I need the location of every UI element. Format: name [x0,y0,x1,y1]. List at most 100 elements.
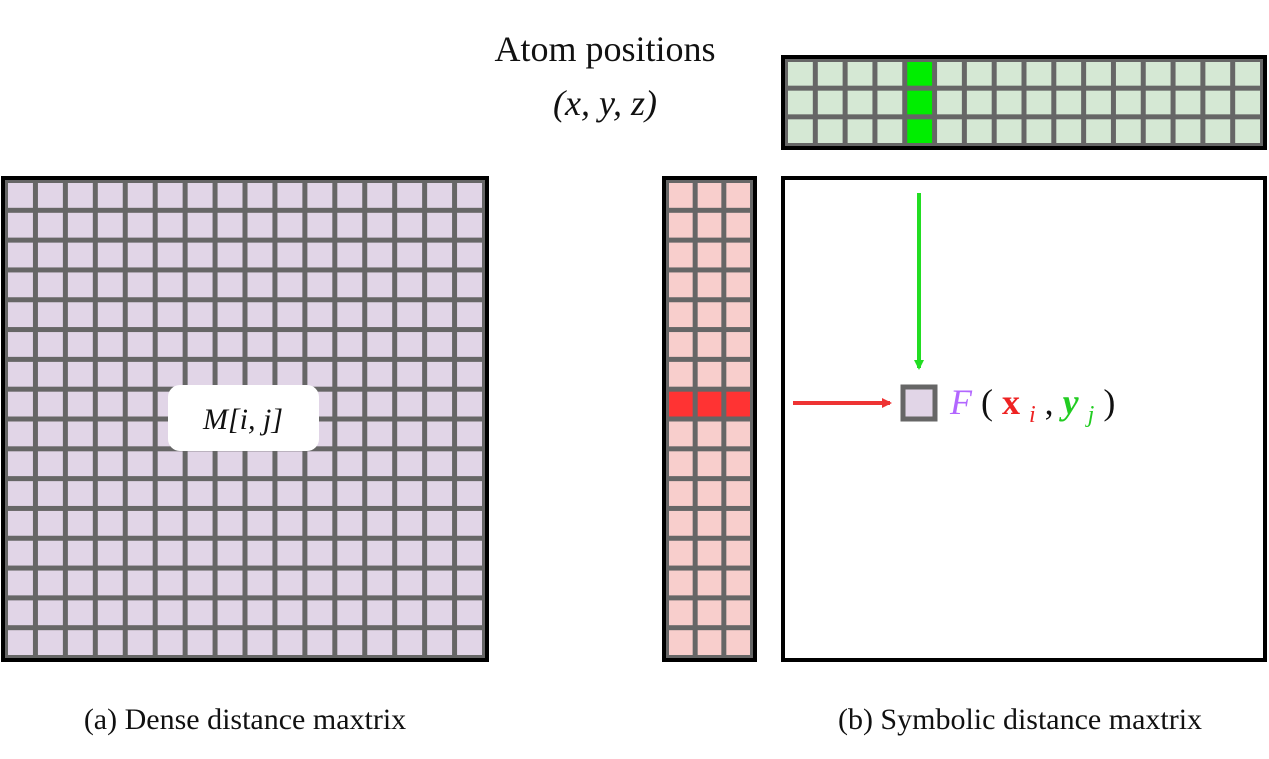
dense-matrix-cell [337,630,363,655]
dense-matrix-cell [307,272,333,298]
dense-matrix-cell [367,570,393,596]
green-vector-cell [817,62,843,86]
dense-matrix-cell [187,481,213,506]
dense-matrix-cell [307,510,333,536]
dense-matrix-cell [127,630,153,655]
dense-matrix-cell [8,510,33,536]
dense-matrix-cell [157,183,183,208]
red-vector-cell [669,510,693,536]
green-vector-cell [788,90,813,115]
dense-matrix-cell [127,421,153,447]
dense-matrix-cell [427,332,453,357]
dense-matrix-cell [127,570,153,596]
dense-matrix-cell [457,242,482,268]
dense-matrix-cell [187,540,213,566]
green-vector-cell [1115,119,1141,143]
green-vector-cell [1056,119,1082,143]
red-vector-cell [726,302,750,328]
dense-matrix-cell [8,332,33,357]
dense-matrix-cell [427,361,453,387]
dense-matrix-cell [127,272,153,298]
red-vector-cell [726,391,750,417]
green-vector-cell [1056,62,1082,86]
red-vector-cell [697,332,722,357]
red-vector-cell [726,242,750,268]
red-vector-cell [697,302,722,328]
dense-matrix-cell [67,510,93,536]
red-vector-cell [669,540,693,566]
dense-matrix-cell [187,600,213,626]
dense-matrix-cell [427,630,453,655]
dense-matrix-cell [37,183,63,208]
dense-matrix-cell [187,212,213,238]
dense-matrix-cell [37,481,63,506]
red-vector-cell [697,600,722,626]
dense-matrix-cell [367,510,393,536]
dense-matrix-cell [337,451,363,477]
dense-matrix-cell [397,451,423,477]
dense-matrix-cell [277,212,303,238]
dense-matrix-cell [97,421,123,447]
dense-matrix-cell [187,570,213,596]
dense-matrix-cell [187,451,213,477]
dense-matrix-cell [457,332,482,357]
dense-matrix-cell [427,242,453,268]
red-vector-cell [697,272,722,298]
dense-matrix-cell [337,391,363,417]
dense-matrix-cell [8,540,33,566]
dense-matrix-cell [97,451,123,477]
formula-x-subscript: i [1029,402,1036,428]
dense-matrix-cell [457,391,482,417]
dense-matrix-cell [67,272,93,298]
dense-matrix-cell [427,212,453,238]
dense-matrix-cell [367,242,393,268]
dense-matrix-cell [457,421,482,447]
red-vector-cell [726,183,750,208]
red-vector-cell [726,451,750,477]
green-vector-cell [996,90,1022,115]
dense-matrix-cell [37,451,63,477]
dense-matrix-cell [157,600,183,626]
dense-matrix-cell [337,600,363,626]
dense-matrix-cell [157,510,183,536]
green-vector-cell [788,62,813,86]
dense-matrix-cell [397,242,423,268]
red-vector-border [662,176,757,662]
green-vector-cell [1175,62,1201,86]
green-vector-cell [1145,90,1171,115]
dense-matrix-cell [127,510,153,536]
dense-matrix-cell [277,630,303,655]
dense-matrix-cell [277,481,303,506]
dense-matrix-cell [367,600,393,626]
dense-matrix-cell [67,540,93,566]
red-vector-cell [669,481,693,506]
dense-matrix-cell [367,361,393,387]
dense-matrix-cell [337,302,363,328]
dense-matrix-cell [277,600,303,626]
green-vector-cell [907,90,933,115]
dense-matrix-cell [8,600,33,626]
dense-matrix-cell [397,510,423,536]
dense-matrix-cell [367,540,393,566]
dense-matrix-cell [457,510,482,536]
red-vector-cell [669,302,693,328]
dense-matrix-cell [307,570,333,596]
green-vector-cell [1086,62,1111,86]
dense-matrix-cell [8,630,33,655]
dense-matrix-cell [8,421,33,447]
green-vector-cell [937,62,962,86]
dense-matrix-cell [247,481,273,506]
dense-matrix-cell [97,630,123,655]
dense-matrix-cell [247,600,273,626]
dense-matrix-cell [217,212,243,238]
dense-matrix-cell [187,630,213,655]
symbolic-matrix-entry-cell [900,384,938,422]
dense-matrix-cell [427,272,453,298]
dense-matrix-cell [67,242,93,268]
dense-matrix-cell [37,540,63,566]
dense-matrix-cell [8,361,33,387]
dense-matrix-cell [37,391,63,417]
red-vector-cell [697,212,722,238]
dense-matrix-cell [427,391,453,417]
dense-matrix-cell [217,451,243,477]
